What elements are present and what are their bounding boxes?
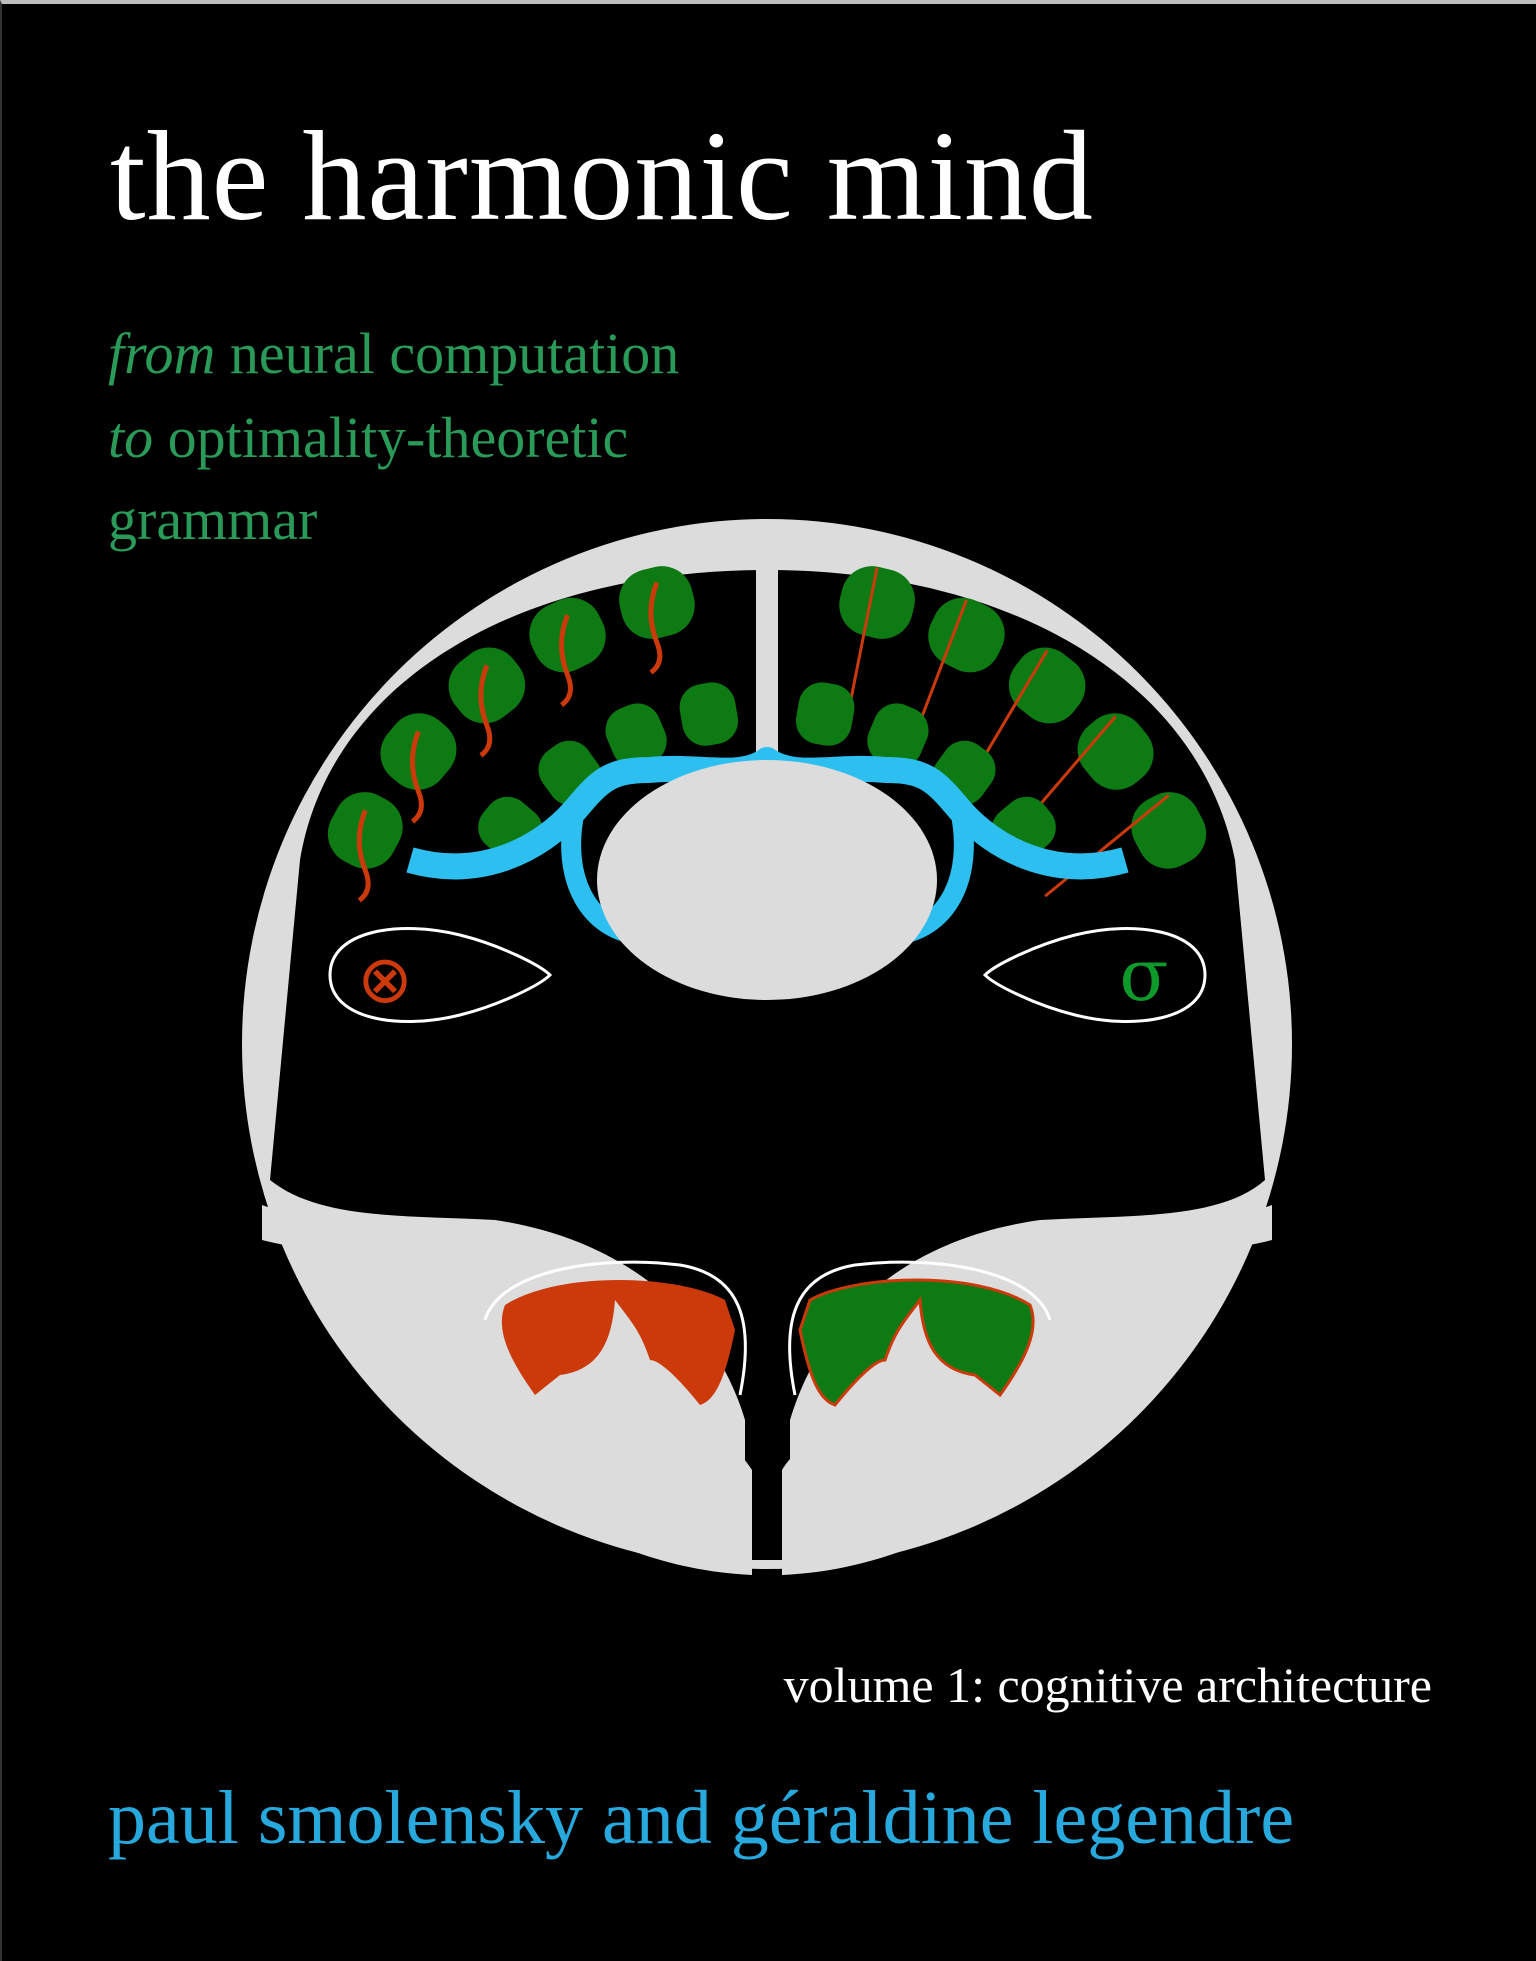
cortex-bump: [605, 703, 667, 768]
cortex-bump: [679, 682, 739, 746]
red-connection: [409, 730, 424, 824]
red-connection: [648, 581, 663, 675]
cortex-bump: [327, 792, 403, 869]
cortex-bump: [529, 597, 606, 673]
bottom-green-outline: [788, 1260, 1052, 1396]
authors: paul smolensky and géraldine legendre: [108, 1776, 1295, 1860]
cortex-bump: [867, 703, 929, 768]
red-connection: [559, 614, 573, 708]
subtitle-from: from: [108, 321, 216, 386]
side-wing-right: [1055, 1205, 1272, 1260]
volume-label: volume 1: cognitive architecture: [783, 1657, 1432, 1713]
right-lobe: [982, 926, 1207, 1024]
book-title: the harmonic mind: [110, 105, 1094, 247]
red-connection: [356, 809, 371, 903]
subtitle-line-2: to optimality-theoretic: [108, 409, 628, 467]
subtitle-to: to: [108, 405, 154, 470]
tensor-product-symbol: ⊗: [357, 941, 412, 1018]
subtitle-line-2-text: optimality-theoretic: [153, 405, 629, 470]
cortex-bump: [448, 647, 526, 724]
red-connection: [478, 664, 493, 758]
central-bulb: [597, 760, 937, 1000]
side-wing-left: [262, 1205, 480, 1260]
cortex-bump: [619, 566, 695, 639]
red-connection: [1044, 794, 1170, 898]
cortex-bump: [839, 566, 915, 639]
bottom-green-shape: [798, 1278, 1035, 1407]
cortex-bump: [795, 682, 855, 746]
cortex-bump: [1008, 647, 1086, 724]
cortex-bumps: [327, 566, 1207, 903]
cortex-bump: [380, 713, 457, 790]
bottom-red-shape: [501, 1280, 735, 1405]
sigma-symbol: σ: [1119, 933, 1168, 1017]
bottom-red-outline: [483, 1260, 747, 1396]
subtitle-line-1-text: neural computation: [215, 321, 680, 386]
subtitle-line-3: grammar: [108, 487, 318, 552]
bottom-stem: [500, 1408, 1034, 1575]
subtitle-line-1: from neural computation: [108, 325, 679, 383]
cortex-bump: [1077, 713, 1154, 790]
left-lobe: [328, 926, 553, 1024]
